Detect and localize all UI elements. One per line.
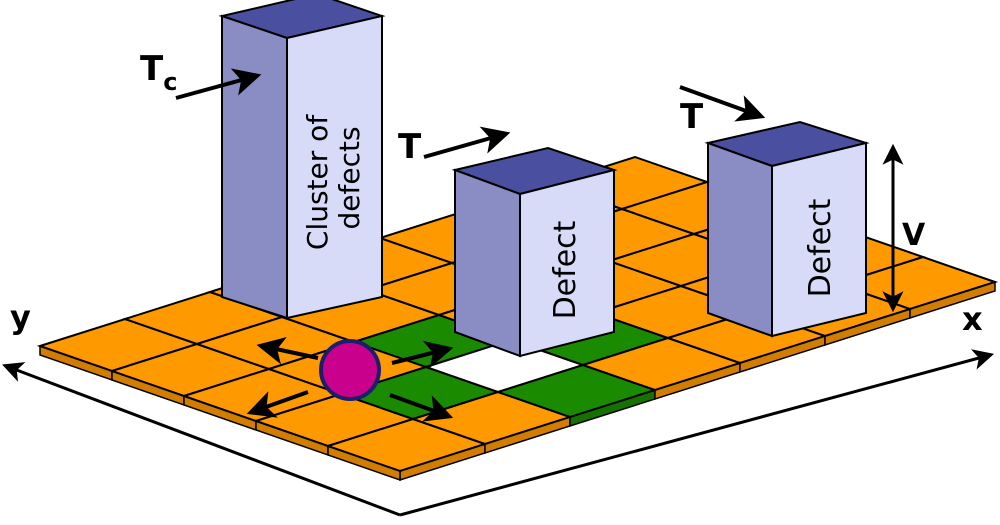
axis-lines (2, 349, 995, 517)
move-arrow-icon (246, 390, 309, 418)
pillar-right-face (519, 168, 615, 358)
y-axis-arrow-icon (2, 362, 401, 517)
height-label: V (902, 218, 926, 253)
x-axis-arrow-icon (399, 349, 995, 517)
pillar-left-face (707, 141, 773, 338)
defect-label: Defect (803, 198, 838, 297)
cluster-rate-label: Tc (140, 49, 177, 96)
pillar-left-face (221, 14, 288, 320)
defect-pillar-middle: Defect (451, 146, 618, 358)
middle-rate-label: T (398, 127, 422, 167)
x-axis-label: x (962, 300, 983, 338)
rate-arrow-icon (423, 126, 511, 159)
y-axis-label: y (10, 298, 31, 336)
particle (319, 339, 381, 401)
pillar-right-face (286, 14, 383, 320)
right-rate-label: T (680, 97, 704, 137)
defect-pillar-right: Defect (704, 120, 870, 338)
pillar-left-face (454, 168, 521, 358)
pillar-right-face (771, 141, 867, 338)
cluster-label: Cluster of defects (301, 106, 366, 250)
defect-label: Defect (548, 220, 583, 319)
move-arrow-icon (256, 337, 319, 365)
move-arrows (246, 337, 454, 422)
rate-arrow-icon (679, 85, 766, 122)
move-arrow-icon (389, 393, 454, 422)
move-arrow-icon (391, 340, 454, 369)
rate-arrow-icon (175, 68, 262, 100)
cluster-pillar: Cluster of defects (218, 0, 386, 320)
